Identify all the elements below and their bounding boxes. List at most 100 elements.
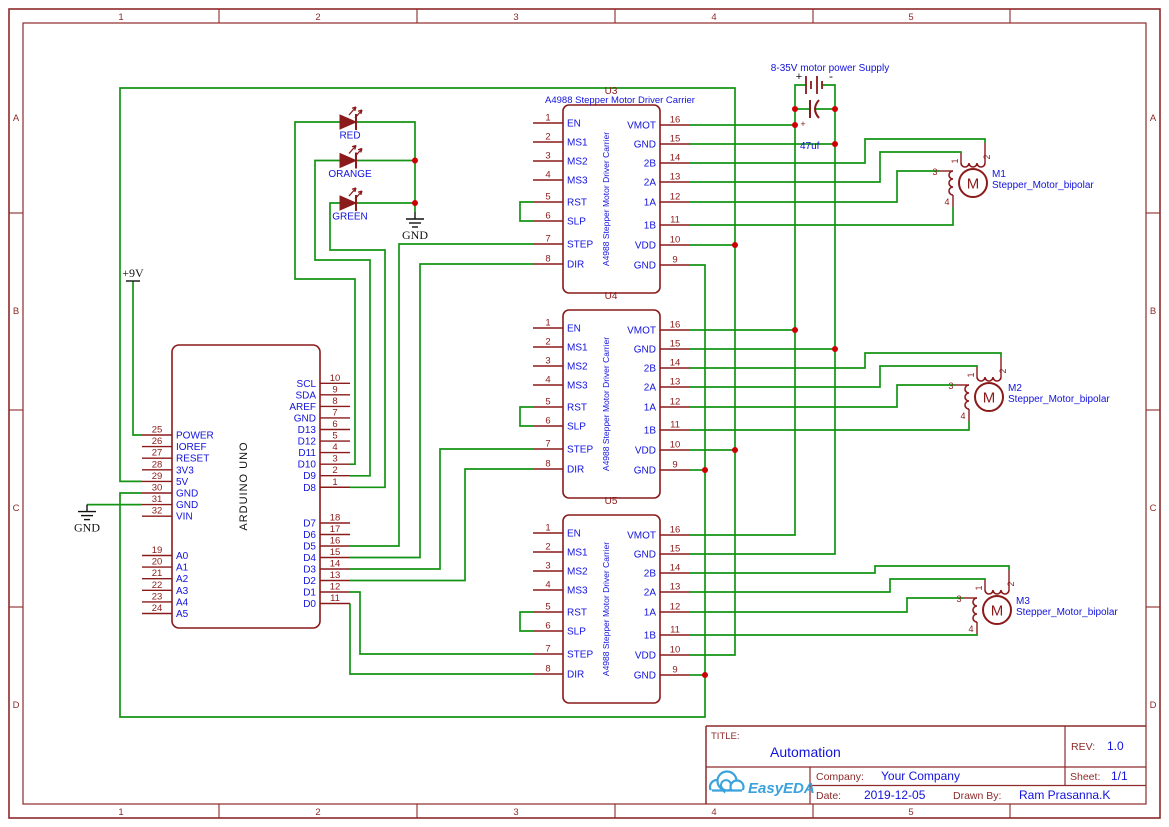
pin-number: 1 [332, 477, 337, 488]
wire-rst-slp-loop[interactable] [519, 611, 533, 632]
rev-value[interactable]: 1.0 [1107, 739, 1124, 753]
border-col-label: 3 [513, 12, 518, 23]
wire-2b-m3[interactable] [690, 565, 1010, 574]
pin-number: 2 [332, 465, 337, 476]
net-flag-gnd-led[interactable]: GND [402, 228, 428, 242]
wire-d9-orange-led[interactable] [314, 159, 371, 477]
pin-name: GND [634, 140, 656, 151]
component-arduino-uno[interactable]: ARDUINO UNO25POWER26IOREF27RESET283V3295… [142, 344, 350, 629]
pin-number: 12 [670, 397, 681, 408]
pin-name: 1B [644, 631, 657, 642]
pin-number: 15 [670, 544, 681, 555]
net-flag-gnd-left[interactable]: GND [74, 521, 100, 535]
wire-2a-m3[interactable] [690, 578, 986, 593]
wire-5v-vdd-bus[interactable] [119, 87, 736, 656]
logo-cloud-base [708, 790, 746, 801]
pin-number: 10 [670, 440, 681, 451]
wire-2a-m1[interactable] [690, 151, 962, 183]
component-led-red[interactable]: RED [339, 106, 363, 142]
wire-2b-m1[interactable] [690, 138, 986, 164]
component-led-orange[interactable]: ORANGE [328, 144, 372, 181]
junction-dot [832, 106, 838, 112]
component-power-supply[interactable]: 8-35V motor power Supply+-+47uf [771, 63, 889, 152]
wire-1b-m3[interactable] [690, 634, 978, 636]
border-col-label: 4 [711, 807, 716, 818]
wire-1a-m2[interactable] [690, 384, 956, 408]
pin-number: 15 [670, 339, 681, 350]
wire-logic-gnd-bus[interactable] [119, 264, 706, 718]
drawn-by-value[interactable]: Ram Prasanna.K [1019, 788, 1110, 802]
wire-1b-m2[interactable] [690, 421, 970, 431]
junction-dot [792, 106, 798, 112]
motor-coil-top [984, 589, 1010, 595]
sheet-title[interactable]: Automation [770, 744, 841, 760]
wire-d4-u3-dir[interactable] [350, 263, 533, 559]
pin-number: 2 [545, 542, 550, 553]
wire-rst-slp-loop[interactable] [519, 406, 533, 427]
wire-rst-slp-loop[interactable] [519, 201, 533, 222]
wire-9v-power[interactable] [132, 281, 142, 436]
wire-power-gnd-bus[interactable] [690, 84, 836, 555]
date-value[interactable]: 2019-12-05 [864, 788, 926, 802]
wire-vmot-bus[interactable] [690, 84, 806, 536]
border-col-label: 1 [118, 12, 123, 23]
pin-number: 16 [670, 115, 681, 126]
wire-1a-m3[interactable] [690, 597, 964, 613]
wire-1b-m1[interactable] [690, 207, 954, 226]
wire-d3-u4-step[interactable] [350, 448, 533, 570]
pin-name: SLP [567, 627, 586, 638]
motor-part-name: Stepper_Motor_bipolar [1008, 394, 1110, 405]
wire-d0-u5-dir[interactable] [349, 603, 533, 675]
pin-number: 18 [330, 513, 341, 524]
pin-name: STEP [567, 445, 593, 456]
net-flags: +9V GND GND [74, 212, 428, 535]
pin-name: MS2 [567, 362, 588, 373]
pin-name: VDD [635, 651, 656, 662]
wire-2a-m2[interactable] [690, 365, 978, 388]
led-label: RED [339, 131, 360, 142]
wire-led-gnd-rail[interactable] [356, 121, 416, 212]
wire-2b-m2[interactable] [690, 352, 1002, 369]
wire-d2-u4-dir[interactable] [350, 468, 533, 582]
wire-d5-u3-step[interactable] [350, 243, 533, 547]
pin-name: EN [567, 119, 581, 130]
pin-number: 22 [152, 580, 163, 591]
frame-outer [8, 8, 1161, 819]
pin-number: 7 [545, 234, 550, 245]
pin-number: 12 [670, 192, 681, 203]
pin-name: MS2 [567, 157, 588, 168]
wire-d8-green-led[interactable] [329, 202, 386, 489]
driver-part-name: A4988 Stepper Motor Driver Carrier [545, 95, 695, 106]
component-led-green[interactable]: GREEN [332, 187, 368, 223]
net-flag-9v[interactable]: +9V [122, 266, 144, 280]
wire-d1-u5-step[interactable] [350, 591, 533, 655]
motor-circle [974, 382, 1004, 412]
pin-number: 16 [330, 536, 341, 547]
pin-number: 8 [545, 459, 550, 470]
border-col-label: 3 [513, 807, 518, 818]
company-value[interactable]: Your Company [881, 769, 960, 783]
border-col-label: 4 [711, 12, 716, 23]
pin-number: 1 [545, 113, 550, 124]
wire-d10-red-led[interactable] [294, 121, 356, 466]
pin-number: 26 [152, 436, 163, 447]
pin-number: 4 [545, 170, 550, 181]
pin-number: 11 [670, 420, 680, 431]
drawn-by-label: Drawn By: [953, 790, 1001, 802]
motor-core-letter: M [983, 390, 996, 407]
pin-name: 2B [644, 569, 657, 580]
wire-1a-m1[interactable] [690, 170, 940, 203]
border-row-label: C [13, 503, 20, 514]
sheet-value[interactable]: 1/1 [1111, 769, 1128, 783]
junction-dot [732, 447, 738, 453]
pin-name: GND [634, 671, 656, 682]
border-col-label: 1 [118, 807, 123, 818]
motor-coil-left [972, 597, 978, 623]
